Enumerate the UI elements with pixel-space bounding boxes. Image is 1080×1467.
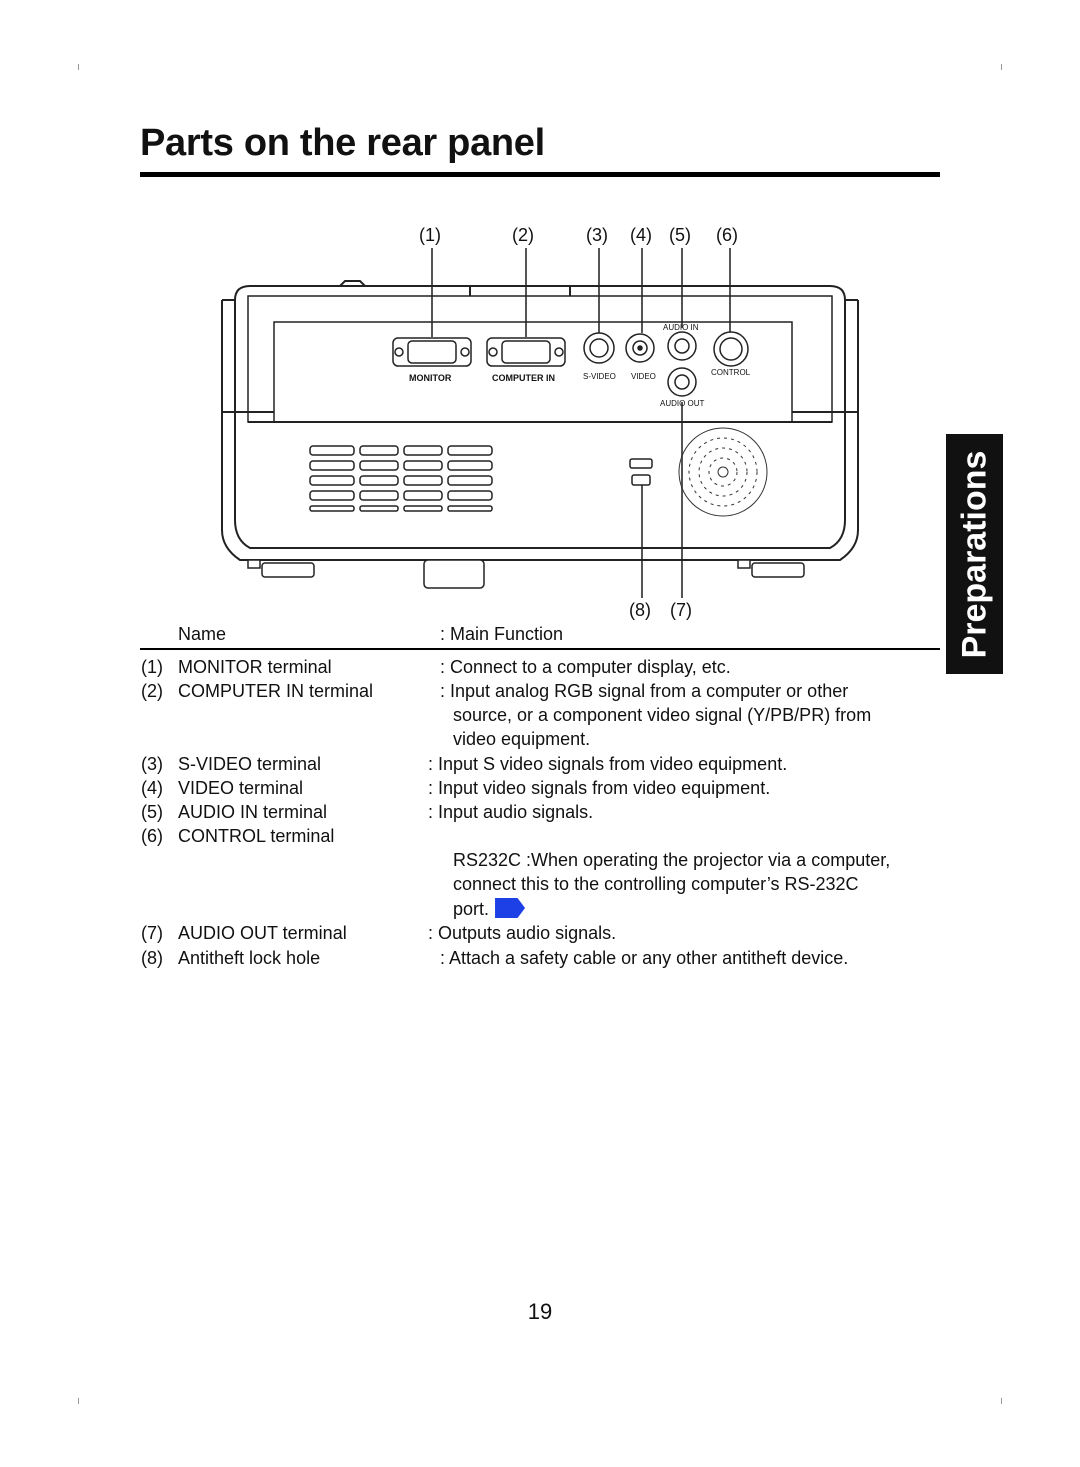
antitheft-lock-hole [629, 458, 653, 486]
row-name: S-VIDEO terminal [178, 754, 322, 774]
callout-6: (6) [716, 225, 738, 245]
port-label-control: CONTROL [711, 368, 751, 377]
table-rule [140, 648, 940, 650]
port-text: port. [453, 899, 490, 919]
row-number: (2) [141, 681, 163, 701]
video-port [625, 333, 655, 363]
title-rule [140, 172, 940, 177]
row-function: : Outputs audio signals. [428, 923, 617, 943]
row-function-cont: RS232C :When operating the projector via… [453, 850, 891, 870]
row-function: : Input audio signals. [428, 802, 594, 822]
callout-2: (2) [512, 225, 534, 245]
section-tab: Preparations [946, 434, 1003, 674]
row-function-cont: connect this to the controlling computer… [453, 874, 859, 894]
callout-8: (8) [629, 600, 651, 620]
row-number: (8) [141, 948, 163, 968]
rear-panel-diagram: (1) (2) (3) (4) (5) (6) [221, 225, 859, 620]
page-title: Parts on the rear panel [140, 122, 545, 164]
control-port [713, 331, 749, 367]
row-function: : Attach a safety cable or any other ant… [440, 948, 849, 968]
page-number: 19 [527, 1299, 553, 1324]
row-name: AUDIO IN terminal [178, 802, 328, 822]
row-function: : Input S video signals from video equip… [428, 754, 788, 774]
row-number: (1) [141, 657, 163, 677]
row-name: Antitheft lock hole [178, 948, 321, 968]
audio-out-port [667, 367, 697, 397]
row-name: COMPUTER IN terminal [178, 681, 374, 701]
port-label-audio-out: AUDIO OUT [660, 399, 705, 408]
crop-mark [78, 64, 79, 70]
row-name: VIDEO terminal [178, 778, 304, 798]
row-function: : Input analog RGB signal from a compute… [440, 681, 849, 701]
leader-lines [431, 248, 731, 598]
column-header-name: Name [178, 624, 227, 644]
port-label-s-video: S-VIDEO [583, 372, 616, 381]
row-name: AUDIO OUT terminal [178, 923, 347, 943]
row-function-cont: port. [453, 897, 526, 921]
arrow-reference-icon [495, 898, 526, 918]
callout-1: (1) [419, 225, 441, 245]
callout-3: (3) [586, 225, 608, 245]
monitor-port [392, 337, 472, 367]
port-label-monitor: MONITOR [409, 373, 452, 383]
row-function: : Connect to a computer display, etc. [440, 657, 731, 677]
row-name: CONTROL terminal [178, 826, 335, 846]
feet [247, 559, 805, 589]
crop-mark [78, 1398, 79, 1404]
projector-body [221, 280, 859, 561]
row-name: MONITOR terminal [178, 657, 332, 677]
computer-in-port [486, 337, 566, 367]
callout-5: (5) [669, 225, 691, 245]
audio-in-port [667, 331, 697, 361]
row-function-cont: source, or a component video signal (Y/P… [453, 705, 872, 725]
row-number: (4) [141, 778, 163, 798]
row-function-cont: video equipment. [453, 729, 591, 749]
port-label-computer-in: COMPUTER IN [492, 373, 555, 383]
vent-grille [309, 445, 493, 512]
row-number: (5) [141, 802, 163, 822]
row-number: (6) [141, 826, 163, 846]
callout-4: (4) [630, 225, 652, 245]
callout-7: (7) [670, 600, 692, 620]
s-video-port [583, 332, 615, 364]
crop-mark [1001, 64, 1002, 70]
speaker-grille [678, 427, 768, 517]
column-header-function: : Main Function [440, 624, 564, 644]
row-number: (7) [141, 923, 163, 943]
row-function: : Input video signals from video equipme… [428, 778, 771, 798]
port-label-audio-in: AUDIO IN [663, 323, 699, 332]
crop-mark [1001, 1398, 1002, 1404]
row-number: (3) [141, 754, 163, 774]
port-label-video: VIDEO [631, 372, 656, 381]
